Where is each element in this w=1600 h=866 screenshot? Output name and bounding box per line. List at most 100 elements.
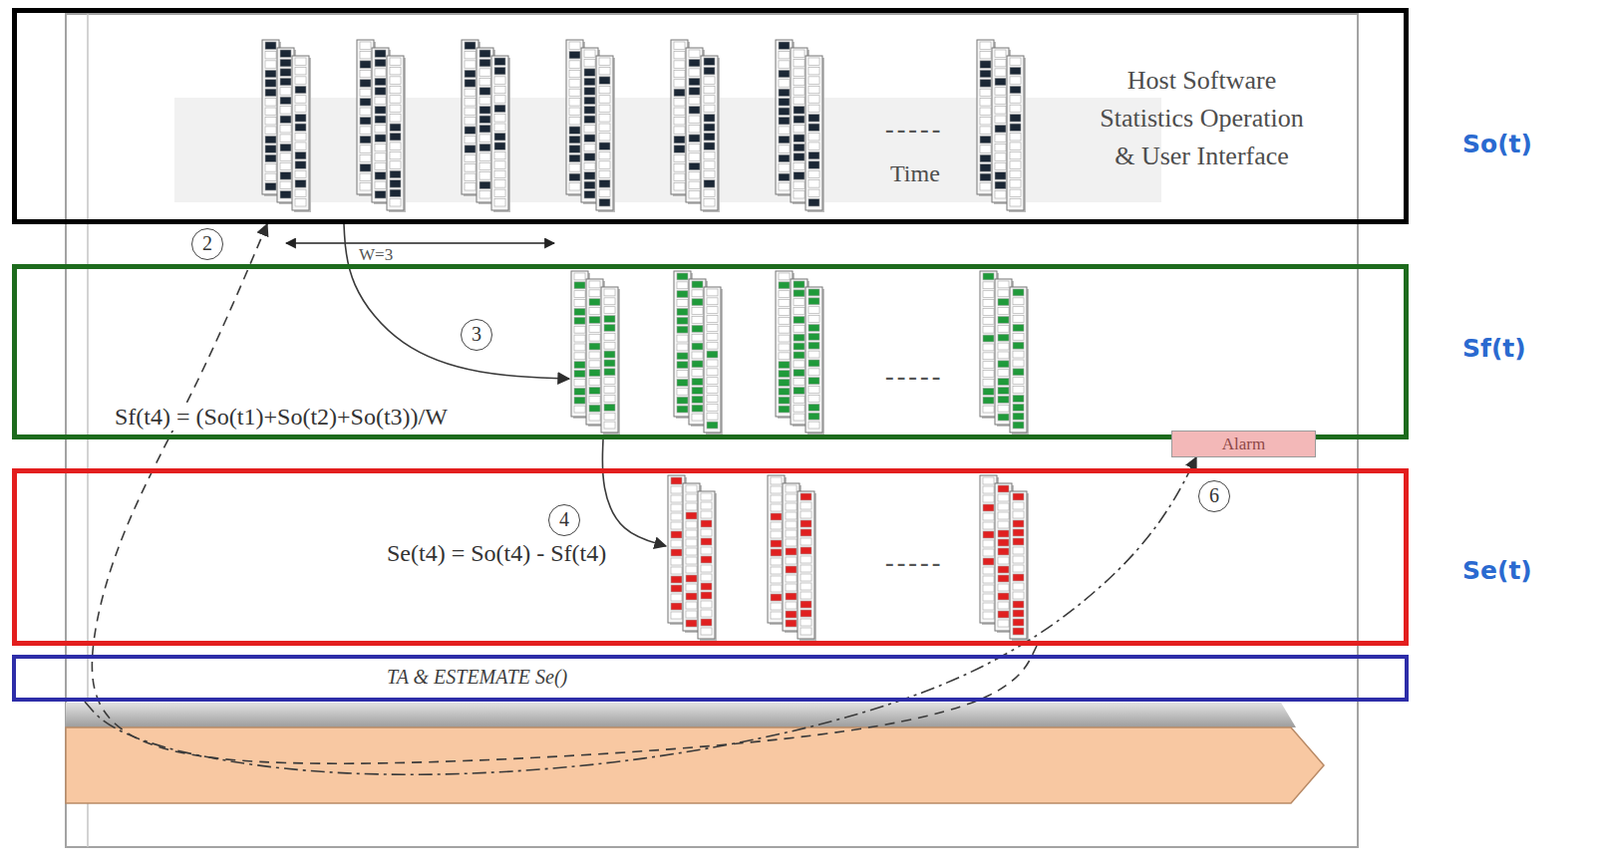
bin-cell bbox=[673, 88, 685, 96]
bin-cell bbox=[494, 133, 506, 141]
bin-cell bbox=[670, 540, 682, 548]
column-frame bbox=[601, 287, 619, 433]
bin-cell bbox=[295, 142, 307, 150]
bin-cell bbox=[793, 308, 805, 316]
bin-cell bbox=[808, 199, 820, 207]
bin-cell bbox=[280, 143, 292, 151]
bin-cell bbox=[703, 95, 715, 103]
bin-cell bbox=[793, 77, 805, 85]
bin-cell bbox=[688, 191, 700, 199]
bin-cell bbox=[994, 68, 1006, 76]
bin-cell bbox=[359, 173, 371, 181]
bin-cell bbox=[770, 495, 782, 503]
bin-cell bbox=[793, 369, 805, 377]
bin-cell bbox=[979, 145, 991, 153]
bin-cell bbox=[589, 387, 601, 395]
bin-cell bbox=[808, 421, 820, 429]
bin-cell bbox=[265, 79, 277, 87]
bin-cell bbox=[569, 79, 581, 87]
bin-cell bbox=[569, 60, 581, 68]
bin-cell bbox=[1012, 556, 1024, 564]
bin-cell bbox=[389, 161, 401, 169]
bin-cell bbox=[982, 531, 994, 539]
bin-cell bbox=[574, 361, 586, 369]
bin-cell bbox=[670, 522, 682, 530]
bin-cell bbox=[265, 69, 277, 77]
bin-cell bbox=[569, 145, 581, 153]
bin-cell bbox=[700, 502, 712, 510]
histogram-stack bbox=[979, 475, 1029, 641]
bin-cell bbox=[1012, 619, 1024, 627]
bin-cell bbox=[295, 180, 307, 188]
bin-cell bbox=[280, 162, 292, 170]
bin-cell bbox=[785, 575, 797, 583]
bin-cell bbox=[997, 378, 1009, 386]
bin-cell bbox=[265, 50, 277, 58]
bin-cell bbox=[793, 317, 805, 324]
bin-cell bbox=[785, 494, 797, 502]
bin-cell bbox=[808, 412, 820, 420]
bin-cell bbox=[494, 161, 506, 169]
bin-cell bbox=[569, 164, 581, 172]
column-frame bbox=[797, 491, 815, 640]
bin-cell bbox=[574, 343, 586, 351]
callout-number: 3 bbox=[460, 319, 493, 351]
bin-cell bbox=[994, 87, 1006, 95]
bin-cell bbox=[808, 341, 820, 349]
histogram-stack bbox=[775, 39, 825, 213]
text-holder: Se(t) bbox=[1462, 556, 1533, 587]
bin-cell bbox=[808, 298, 820, 306]
bin-cell bbox=[808, 316, 820, 323]
bin-cell bbox=[700, 529, 712, 537]
bin-cell bbox=[604, 359, 616, 367]
bin-cell bbox=[691, 387, 703, 395]
bin-cell bbox=[997, 557, 1009, 565]
bin-cell bbox=[979, 117, 991, 125]
column-frame bbox=[277, 47, 295, 203]
text-holder: Se(t4) = So(t4) - Sf(t4) bbox=[383, 539, 610, 568]
bin-cell bbox=[464, 107, 476, 115]
bin-cell bbox=[389, 142, 401, 150]
bin-cell bbox=[1012, 395, 1024, 403]
bin-cell bbox=[778, 154, 790, 162]
label-holder: 3 bbox=[460, 319, 493, 351]
bin-cell bbox=[793, 360, 805, 368]
bin-cell bbox=[599, 95, 611, 103]
bin-cell bbox=[1012, 421, 1024, 429]
bin-cell bbox=[997, 584, 1009, 592]
bin-cell bbox=[979, 98, 991, 106]
bin-cell bbox=[599, 170, 611, 178]
bin-cell bbox=[808, 395, 820, 403]
text-holder: Sf(t) bbox=[1462, 333, 1527, 364]
bin-cell bbox=[1009, 85, 1021, 93]
bin-cell bbox=[982, 540, 994, 548]
bin-cell bbox=[800, 511, 812, 519]
column-frame bbox=[461, 39, 479, 195]
bin-cell bbox=[1009, 189, 1021, 197]
bin-cell bbox=[1012, 511, 1024, 519]
bin-cell bbox=[997, 290, 1009, 298]
bin-cell bbox=[389, 180, 401, 188]
column-frame bbox=[994, 279, 1012, 425]
bin-cell bbox=[574, 396, 586, 404]
bin-cell bbox=[994, 106, 1006, 114]
bin-cell bbox=[676, 379, 688, 387]
bin-cell bbox=[706, 412, 718, 420]
bin-cell bbox=[604, 316, 616, 323]
bin-cell bbox=[479, 172, 491, 180]
bin-cell bbox=[599, 133, 611, 141]
bin-cell bbox=[770, 549, 782, 557]
bin-cell bbox=[670, 486, 682, 494]
bin-cell bbox=[670, 495, 682, 503]
bin-cell bbox=[703, 180, 715, 188]
bin-cell bbox=[808, 142, 820, 150]
bin-cell bbox=[1012, 601, 1024, 609]
bin-cell bbox=[703, 199, 715, 207]
bin-cell bbox=[1012, 493, 1024, 501]
bin-cell bbox=[295, 57, 307, 65]
bin-cell bbox=[374, 172, 386, 180]
bin-cell bbox=[685, 503, 697, 511]
bin-cell bbox=[793, 68, 805, 76]
bin-cell bbox=[604, 332, 616, 340]
bin-cell bbox=[604, 403, 616, 411]
